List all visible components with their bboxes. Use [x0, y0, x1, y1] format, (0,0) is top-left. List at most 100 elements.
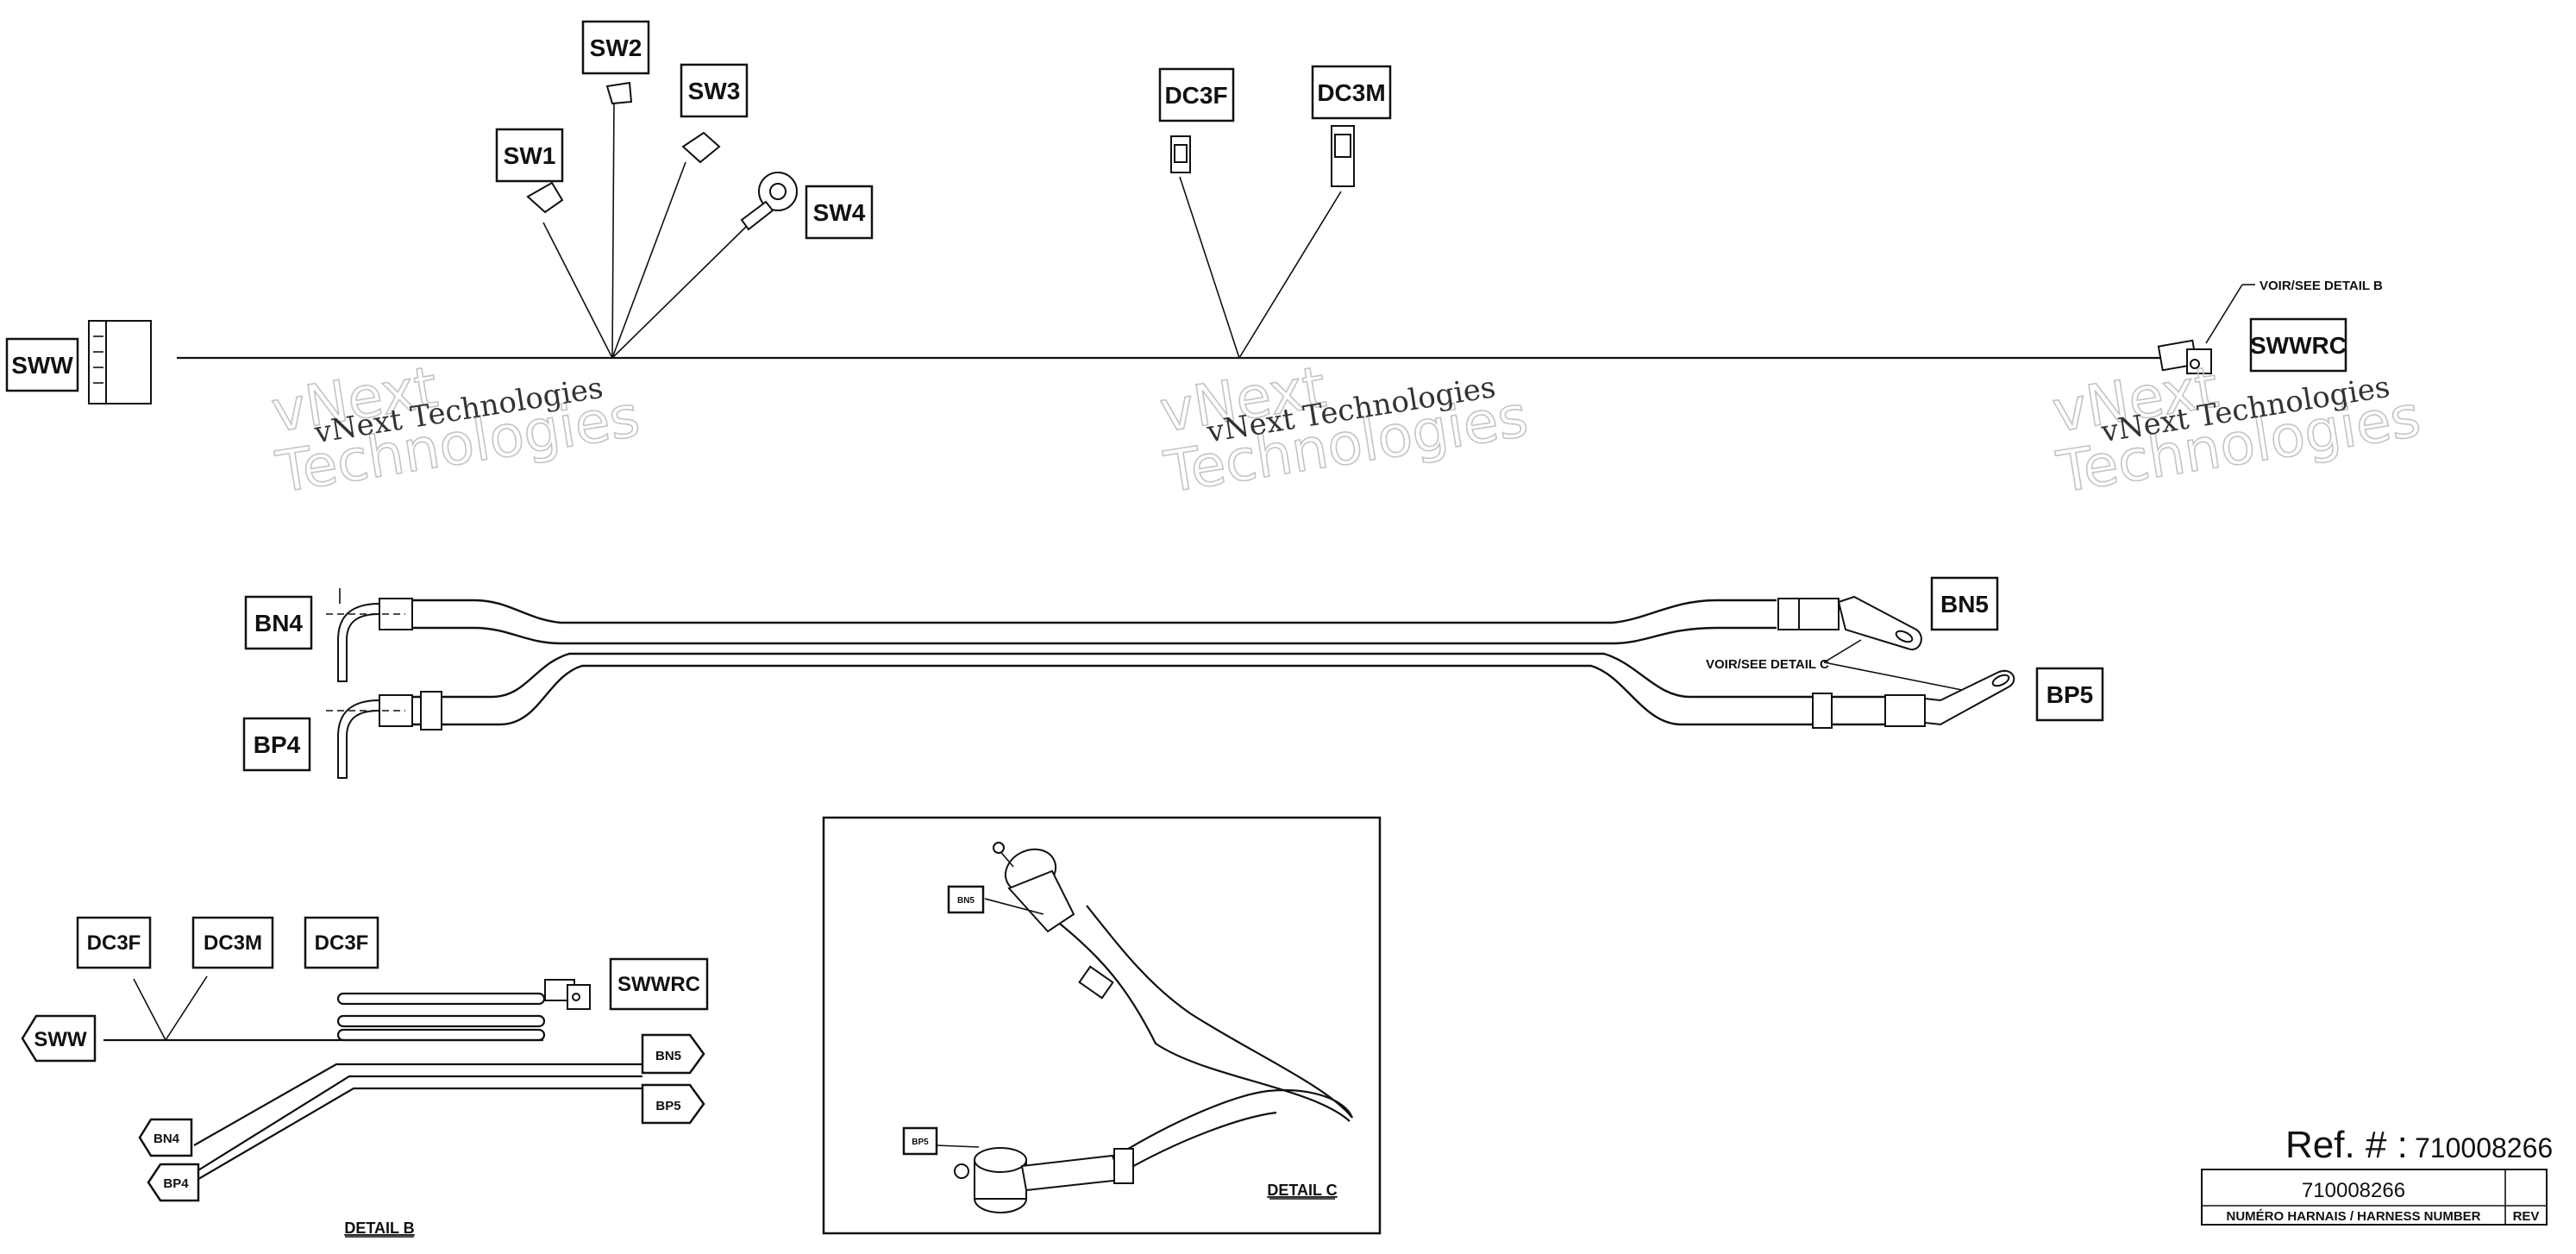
detail-b-dc3m-label: DC3M: [204, 931, 262, 955]
sw1-label-box: [495, 128, 564, 183]
sw2-label: SW2: [590, 34, 642, 61]
detail-c-bp5-label: BP5: [912, 1138, 929, 1147]
ref-label: Ref. # :: [2285, 1124, 2408, 1166]
bp4-label: BP4: [254, 731, 301, 758]
detail-b-bn-wire: [193, 1063, 642, 1146]
detail-c-bn5-box: [947, 885, 985, 914]
sw3-label-box: [680, 63, 749, 118]
watermark-2: vNext Technologies vNext Technologies: [1155, 353, 1532, 506]
detail-b-swwrc-box: [609, 957, 709, 1011]
bn4-terminal-icon: [326, 588, 413, 682]
detail-b-bp-wire-top: [193, 1075, 642, 1174]
watermark-1: vNext Technologies vNext Technologies: [266, 353, 644, 506]
bn-cable-top: [410, 599, 1777, 624]
bn5-label-box: [1930, 576, 1999, 631]
dc3m-label-box: [1311, 65, 1392, 120]
bp4-terminal-icon: [326, 691, 442, 779]
sww-connector-icon: [88, 320, 152, 404]
detail-c-bottom-lug-icon: [935, 1144, 1134, 1213]
detail-c: BN5 BP5 DETAIL C: [822, 816, 1382, 1235]
branch-sw4: [611, 223, 749, 359]
detail-b-bp4-tag: [147, 1163, 200, 1202]
swwrc-label: SWWRC: [2250, 332, 2347, 359]
detail-b: DC3F DC3M DC3F SWWRC SWW BN5 BP5 BN4 BP4…: [21, 916, 709, 1238]
detail-c-top-lug-icon: [993, 842, 1114, 1000]
sw2-label-box: [581, 20, 650, 75]
battery-harness: BN4 BP4 BN5 BP5 VOIR/SEE DETAIL: [242, 576, 2104, 779]
branch-sw1: [542, 222, 613, 359]
detail-b-dc3f-box-2: [304, 916, 379, 969]
detail-b-bn5-tag: [641, 1033, 705, 1075]
detail-b-cable-2: [336, 1014, 546, 1028]
bp-cable-top: [410, 652, 1884, 699]
sw4-label: SW4: [813, 199, 866, 226]
main-harness: SWW SW1 SW2 SW3 SW4 DC3F DC3M: [5, 20, 2383, 404]
sww-label: SWW: [11, 352, 73, 379]
bp5-label-box: [2035, 667, 2104, 722]
rev-caption: REV: [2513, 1209, 2540, 1224]
detail-b-dc3f-box-1: [76, 916, 152, 969]
dc3m-label: DC3M: [1317, 79, 1385, 106]
detail-b-dc3m-box: [191, 916, 274, 969]
branch-dc3m: [1238, 191, 1342, 359]
bn4-label-box: [244, 595, 313, 650]
detail-c-leader-bp5: [1823, 661, 1963, 691]
detail-b-swwrc-label: SWWRC: [617, 973, 700, 996]
detail-b-cable-1: [336, 992, 546, 1006]
watermark-3: vNext Technologies vNext Technologies: [2047, 353, 2425, 506]
detail-b-bp4-label: BP4: [163, 1176, 189, 1191]
bp5-label: BP5: [2046, 681, 2093, 708]
harness-number: 710008266: [2302, 1179, 2405, 1202]
sww-label-box: [5, 337, 79, 392]
harness-caption: NUMÉRO HARNAIS / HARNESS NUMBER: [2226, 1209, 2480, 1224]
detail-c-leader-bn5: [1823, 639, 1862, 663]
detail-c-bp5-box: [902, 1126, 938, 1156]
detail-c-callout: VOIR/SEE DETAIL C: [1706, 657, 1829, 672]
branch-sw3: [611, 161, 686, 359]
detail-b-bn5-label: BN5: [655, 1049, 681, 1063]
dc3f-label-box: [1158, 67, 1235, 122]
detail-c-cable-edge-3: [1116, 1089, 1354, 1157]
dc3m-connector-icon: [1331, 125, 1355, 187]
detail-b-bn4-label: BN4: [154, 1132, 180, 1146]
title-block-frame: [2201, 1169, 2548, 1226]
sw1-label: SW1: [504, 142, 556, 169]
detail-b-bn4-tag: [138, 1118, 193, 1157]
sw3-label: SW3: [688, 78, 741, 104]
sw3-terminal-icon: [681, 131, 721, 164]
sw4-ring-terminal-icon: [740, 172, 798, 231]
detail-b-dc3f-label-1: DC3F: [87, 931, 141, 955]
detail-c-bn5-label: BN5: [957, 896, 975, 906]
bn5-label: BN5: [1940, 591, 1989, 618]
swwrc-callout-leader: [2205, 284, 2243, 344]
detail-b-swwrc-icon: [544, 979, 591, 1010]
detail-b-bp5-label: BP5: [655, 1099, 680, 1113]
detail-b-callout: VOIR/SEE DETAIL B: [2259, 279, 2383, 293]
branch-sw2: [611, 98, 615, 359]
sw1-terminal-icon: [526, 181, 564, 214]
detail-c-cable-edge-2: [1086, 905, 1353, 1119]
dc3f-connector-icon: [1170, 135, 1191, 173]
swwrc-connector-icon: [2157, 339, 2212, 374]
detail-b-sww-tag: [21, 1014, 97, 1063]
title-block: Ref. # : 710008266 710008266 NUMÉRO HARN…: [2201, 1124, 2553, 1226]
sw2-terminal-icon: [605, 81, 633, 105]
sw4-label-box: [805, 185, 874, 240]
ref-number: 710008266: [2415, 1132, 2553, 1163]
detail-b-bp-wire-bottom: [193, 1087, 642, 1182]
bn-cable-bottom: [410, 626, 1777, 645]
bn5-ring-terminal-icon: [1777, 595, 1922, 651]
detail-c-title: DETAIL C: [1267, 1182, 1337, 1199]
detail-b-dc3f-label-2: DC3F: [315, 931, 369, 955]
dc3f-label: DC3F: [1164, 82, 1227, 109]
bp4-label-box: [242, 717, 311, 772]
bp-cable-bottom: [410, 664, 1884, 726]
detail-b-cable-3: [336, 1028, 546, 1042]
detail-b-sww-label: SWW: [34, 1028, 87, 1051]
branch-dc3f: [1179, 176, 1240, 359]
detail-c-cable-edge-1: [1047, 913, 1351, 1122]
bn4-label: BN4: [254, 610, 303, 636]
detail-b-title: DETAIL B: [344, 1220, 414, 1237]
detail-b-bp5-tag: [641, 1083, 705, 1125]
